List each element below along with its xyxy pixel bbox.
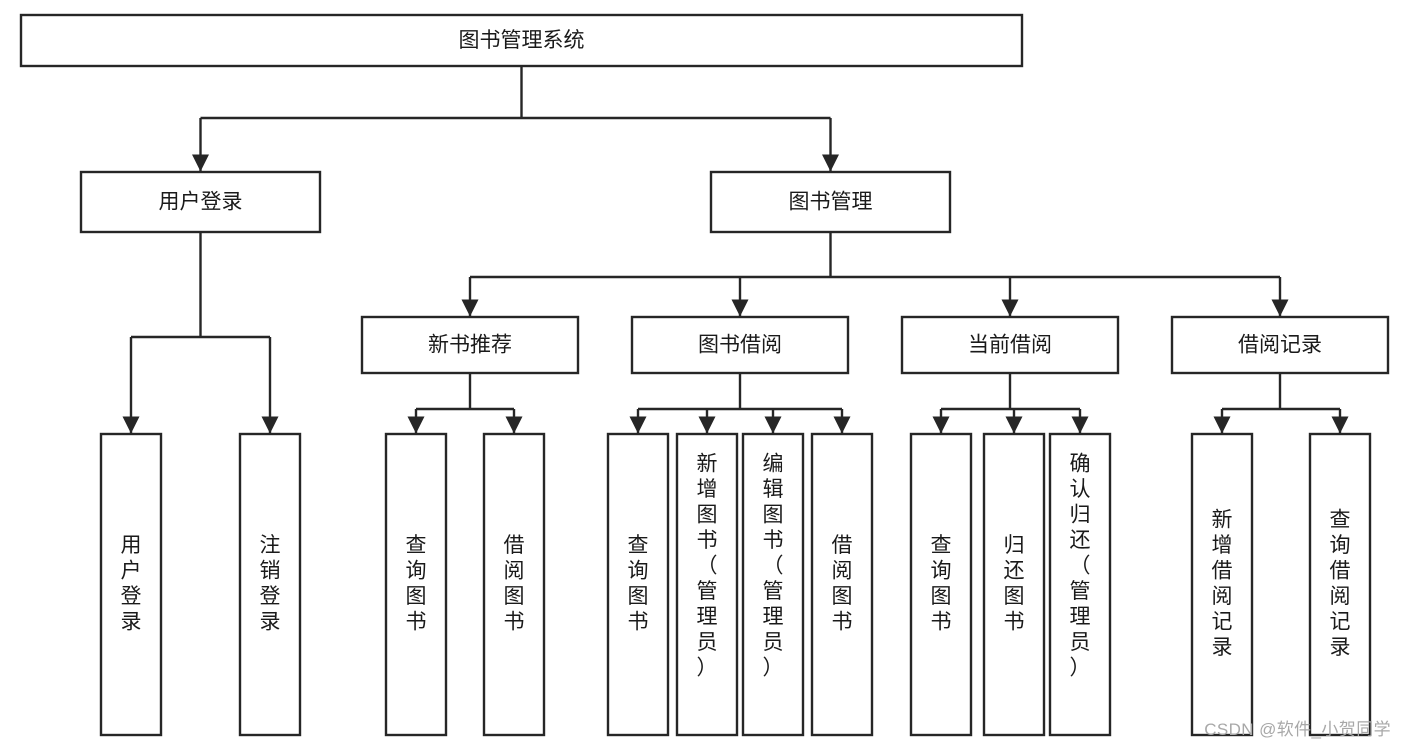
node-rect (482, 432, 546, 737)
arrow-head-icon (698, 416, 716, 434)
node-rect (606, 432, 670, 737)
node-label: 图书管理系统 (459, 29, 585, 52)
node-rect (1170, 315, 1390, 375)
node-leaf-5[interactable]: 新增图书（管理员） (675, 432, 739, 737)
node-rect (1308, 432, 1372, 737)
node-rect (1048, 432, 1112, 737)
node-leaf-8[interactable]: 查询图书 (909, 432, 973, 737)
node-level1-1[interactable]: 图书管理 (709, 170, 952, 234)
node-level1-0[interactable]: 用户登录 (79, 170, 322, 234)
node-layer: 用户登录图书管理新书推荐图书借阅当前借阅借阅记录用户登录注销登录查询图书借阅图书… (19, 13, 1390, 737)
node-rect (810, 432, 874, 737)
node-label: 新书推荐 (428, 334, 512, 357)
node-rect (630, 315, 850, 375)
arrow-head-icon (407, 416, 425, 434)
arrow-head-icon (1331, 416, 1349, 434)
node-label: 新增图书（管理员） (697, 452, 718, 679)
node-leaf-12[interactable]: 查询借阅记录 (1308, 432, 1372, 737)
node-leaf-1[interactable]: 注销登录 (238, 432, 302, 737)
connector-layer (122, 66, 1349, 434)
node-rect (99, 432, 163, 737)
node-label: 归还图书 (1004, 534, 1025, 634)
node-label: 编辑图书（管理员） (763, 452, 784, 679)
node-leaf-2[interactable]: 查询图书 (384, 432, 448, 737)
node-leaf-3[interactable]: 借阅图书 (482, 432, 546, 737)
node-label: 图书管理 (789, 191, 873, 214)
node-label: 查询借阅记录 (1330, 508, 1351, 659)
node-rect (238, 432, 302, 737)
arrow-head-icon (1005, 416, 1023, 434)
arrow-head-icon (822, 154, 839, 172)
arrow-head-icon (1213, 416, 1231, 434)
arrow-head-icon (1071, 416, 1089, 434)
arrow-head-icon (764, 416, 782, 434)
arrow-head-icon (461, 299, 479, 317)
node-rect (360, 315, 580, 375)
node-label: 借阅记录 (1238, 334, 1322, 357)
arrow-head-icon (629, 416, 647, 434)
node-leaf-10[interactable]: 确认归还（管理员） (1048, 432, 1112, 737)
node-rect (741, 432, 805, 737)
node-label: 图书借阅 (698, 334, 782, 357)
node-root-0[interactable]: 图书管理系统 (19, 13, 1024, 68)
node-level2-1[interactable]: 图书借阅 (630, 315, 850, 375)
node-label: 注销登录 (260, 534, 281, 634)
node-label: 确认归还（管理员） (1070, 452, 1091, 679)
node-leaf-7[interactable]: 借阅图书 (810, 432, 874, 737)
node-rect (79, 170, 322, 234)
node-rect (982, 432, 1046, 737)
arrow-head-icon (731, 299, 749, 317)
arrow-head-icon (932, 416, 950, 434)
node-rect (384, 432, 448, 737)
node-label: 新增借阅记录 (1212, 508, 1233, 659)
node-rect (709, 170, 952, 234)
arrow-head-icon (1001, 299, 1019, 317)
node-label: 查询图书 (628, 534, 649, 634)
arrow-head-icon (1271, 299, 1289, 317)
node-leaf-4[interactable]: 查询图书 (606, 432, 670, 737)
arrow-head-icon (505, 416, 523, 434)
node-rect (900, 315, 1120, 375)
csdn-watermark: CSDN @软件_小贺同学 (1204, 720, 1391, 739)
node-label: 借阅图书 (504, 534, 525, 634)
node-rect (1190, 432, 1254, 737)
node-label: 用户登录 (121, 534, 142, 634)
node-label: 用户登录 (159, 191, 243, 214)
node-label: 借阅图书 (832, 534, 853, 634)
node-level2-0[interactable]: 新书推荐 (360, 315, 580, 375)
node-leaf-9[interactable]: 归还图书 (982, 432, 1046, 737)
arrow-head-icon (122, 416, 140, 434)
node-leaf-6[interactable]: 编辑图书（管理员） (741, 432, 805, 737)
arrow-head-icon (833, 416, 851, 434)
arrow-head-icon (261, 416, 279, 434)
node-rect (675, 432, 739, 737)
node-label: 当前借阅 (968, 334, 1052, 357)
node-leaf-0[interactable]: 用户登录 (99, 432, 163, 737)
node-label: 查询图书 (931, 534, 952, 634)
node-level2-2[interactable]: 当前借阅 (900, 315, 1120, 375)
node-rect (909, 432, 973, 737)
arrow-head-icon (192, 154, 209, 172)
node-rect (19, 13, 1024, 68)
node-leaf-11[interactable]: 新增借阅记录 (1190, 432, 1254, 737)
node-label: 查询图书 (406, 534, 427, 634)
node-level2-3[interactable]: 借阅记录 (1170, 315, 1390, 375)
